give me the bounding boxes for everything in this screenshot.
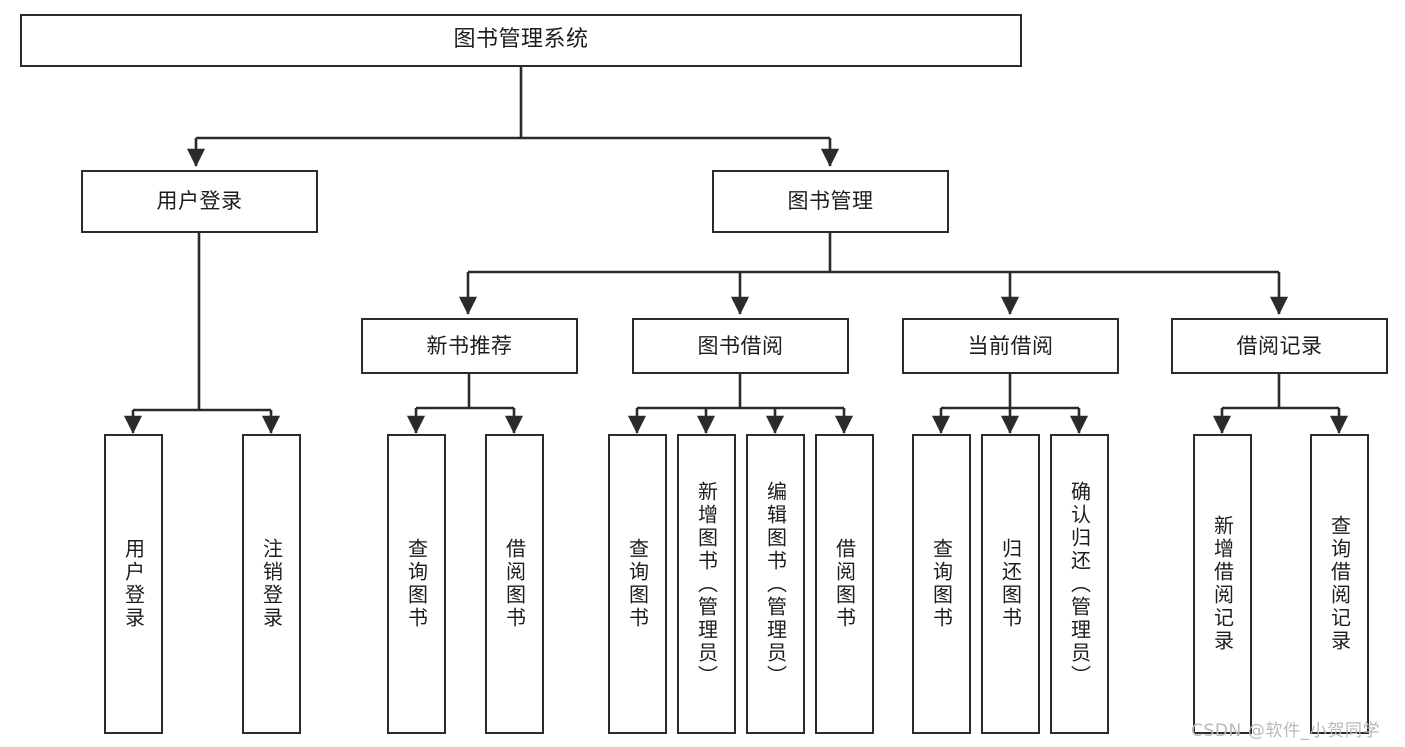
node-borrow-record[interactable]: 借阅记录	[1171, 318, 1388, 374]
node-root[interactable]: 图书管理系统	[20, 14, 1022, 67]
node-new-book-rec-label: 新书推荐	[426, 333, 513, 358]
node-user-login-label: 用户登录	[156, 189, 243, 214]
node-book-manage[interactable]: 图书管理	[712, 170, 949, 233]
node-book-borrow[interactable]: 图书借阅	[632, 318, 849, 374]
node-current-borrow-label: 当前借阅	[967, 333, 1054, 358]
node-leaf-add-record-label: 新增借阅记录	[1210, 515, 1235, 653]
node-leaf-confirm-return-label: 确认归还（管理员）	[1067, 480, 1092, 688]
node-leaf-borrow-book-a[interactable]: 借阅图书	[485, 434, 544, 734]
node-leaf-logout-label: 注销登录	[259, 538, 284, 630]
node-leaf-user-login[interactable]: 用户登录	[104, 434, 163, 734]
node-leaf-edit-book-label: 编辑图书（管理员）	[763, 480, 788, 688]
node-leaf-logout[interactable]: 注销登录	[242, 434, 301, 734]
node-leaf-query-book-c-label: 查询图书	[929, 538, 954, 630]
node-leaf-return-book-label: 归还图书	[998, 538, 1023, 630]
node-leaf-query-book-b-label: 查询图书	[625, 538, 650, 630]
node-leaf-query-book-a[interactable]: 查询图书	[387, 434, 446, 734]
node-root-label: 图书管理系统	[453, 27, 589, 53]
node-leaf-user-login-label: 用户登录	[121, 538, 146, 630]
node-leaf-borrow-book-b-label: 借阅图书	[832, 538, 857, 630]
node-leaf-confirm-return[interactable]: 确认归还（管理员）	[1050, 434, 1109, 734]
node-leaf-add-record[interactable]: 新增借阅记录	[1193, 434, 1252, 734]
node-leaf-return-book[interactable]: 归还图书	[981, 434, 1040, 734]
node-leaf-query-record[interactable]: 查询借阅记录	[1310, 434, 1369, 734]
node-leaf-borrow-book-a-label: 借阅图书	[502, 538, 527, 630]
node-leaf-query-book-a-label: 查询图书	[404, 538, 429, 630]
node-book-borrow-label: 图书借阅	[697, 333, 784, 358]
node-new-book-rec[interactable]: 新书推荐	[361, 318, 578, 374]
node-leaf-borrow-book-b[interactable]: 借阅图书	[815, 434, 874, 734]
node-current-borrow[interactable]: 当前借阅	[902, 318, 1119, 374]
node-book-manage-label: 图书管理	[787, 189, 874, 214]
node-leaf-query-record-label: 查询借阅记录	[1327, 515, 1352, 653]
node-leaf-query-book-c[interactable]: 查询图书	[912, 434, 971, 734]
node-leaf-query-book-b[interactable]: 查询图书	[608, 434, 667, 734]
node-leaf-add-book[interactable]: 新增图书（管理员）	[677, 434, 736, 734]
node-borrow-record-label: 借阅记录	[1236, 333, 1323, 358]
node-user-login[interactable]: 用户登录	[81, 170, 318, 233]
node-leaf-edit-book[interactable]: 编辑图书（管理员）	[746, 434, 805, 734]
node-leaf-add-book-label: 新增图书（管理员）	[694, 480, 719, 688]
